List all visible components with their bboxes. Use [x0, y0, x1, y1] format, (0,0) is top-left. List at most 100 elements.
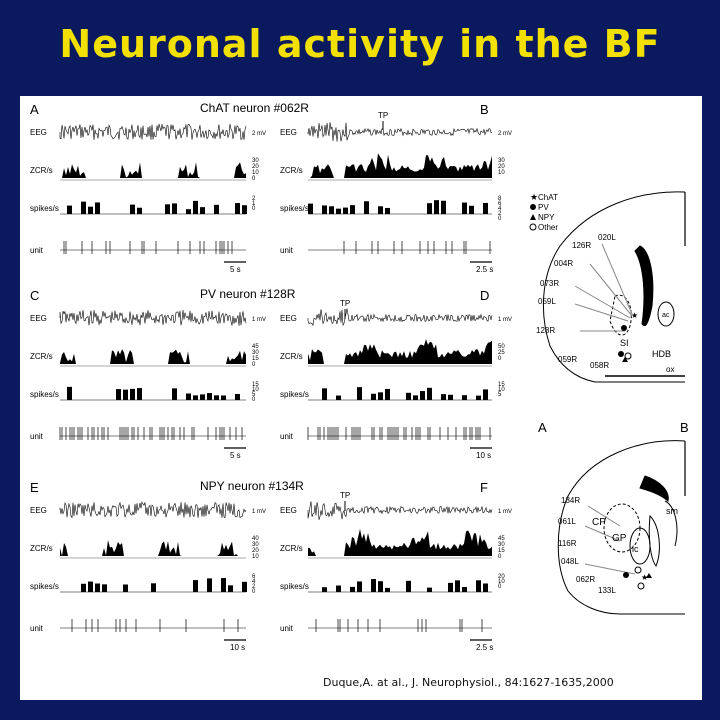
spike-tick: 8 — [498, 196, 502, 202]
region-cp: CP — [592, 517, 606, 528]
trace-label-spikes: spikes/s — [280, 582, 309, 591]
trace-label-eeg: EEG — [280, 506, 297, 515]
spike-bar — [462, 395, 467, 400]
spike-bar — [413, 395, 418, 400]
zcr-trace — [60, 349, 246, 364]
spike-bar — [137, 388, 142, 400]
spike-tick: 0 — [252, 589, 256, 595]
eeg-scale: 1 mV — [252, 509, 266, 515]
spike-tick: 20 — [498, 574, 505, 580]
zcr-trace — [308, 339, 492, 364]
spike-bar — [427, 203, 432, 214]
spike-bar — [378, 392, 383, 400]
brain-outline-top — [543, 191, 686, 383]
atlas-label: 059L — [538, 297, 556, 306]
spike-bar — [193, 395, 198, 400]
zcr-tick: 0 — [252, 176, 256, 182]
zcr-tick: 0 — [498, 356, 502, 362]
panel-letter: B — [480, 102, 489, 117]
spike-bar — [221, 395, 226, 400]
row-title: PV neuron #128R — [200, 287, 296, 301]
panel-letter: E — [30, 480, 39, 495]
spike-bar — [441, 200, 446, 214]
atlas-top-labels: 020L 126R 004R 073R 059L 128R 059R 058R … — [536, 233, 674, 374]
spike-bar — [336, 585, 341, 592]
spike-bar — [172, 203, 177, 214]
eeg-scale: 2 mV — [252, 131, 266, 137]
eeg-trace — [59, 123, 247, 141]
spike-tick: 0 — [498, 584, 502, 590]
zcr-tick: 10 — [252, 170, 259, 176]
zcr-trace — [308, 153, 492, 178]
legend-chat-marker: ★ — [530, 192, 538, 202]
spike-bar — [427, 587, 432, 592]
zcr-tick: 15 — [252, 356, 259, 362]
spike-bar — [448, 582, 453, 592]
atlas-section-bottom — [557, 440, 686, 615]
atlas-bottom-labels: 134R 061L 116R 048L 062R 133L CP GP ic s… — [558, 496, 678, 595]
cell-marker-other — [637, 582, 645, 590]
pointer-line — [589, 263, 633, 317]
spike-bar — [364, 201, 369, 214]
spike-bar — [67, 205, 72, 214]
spike-bar — [322, 388, 327, 400]
spike-bar — [406, 580, 411, 592]
zcr-tick: 25 — [498, 350, 505, 356]
pointer-line — [574, 285, 631, 319]
trace-label-spikes: spikes/s — [280, 390, 309, 399]
spike-tick: 15 — [252, 382, 259, 388]
spike-bar — [385, 207, 390, 214]
atlas-label: 061L — [558, 517, 576, 526]
spike-bar — [102, 584, 107, 592]
time-scale-label: 10 s — [230, 643, 245, 652]
spike-bar — [242, 205, 247, 214]
legend-npy: NPY — [538, 213, 555, 222]
spike-bar — [322, 205, 327, 214]
legend-other-marker — [529, 223, 537, 231]
spike-bar — [483, 202, 488, 214]
spike-tick: 5 — [252, 392, 256, 398]
row-title: NPY neuron #134R — [200, 479, 304, 493]
spike-bar — [88, 206, 93, 214]
zcr-tick: 45 — [498, 536, 505, 542]
citation: Duque,A. at al., J. Neurophysiol., 84:16… — [323, 676, 614, 689]
cell-marker-chat: ★ — [631, 311, 638, 320]
spike-bar — [336, 395, 341, 400]
ventricle-top — [634, 245, 654, 327]
trace-label-unit: unit — [30, 624, 44, 633]
spike-bar — [165, 204, 170, 214]
spike-bar — [130, 204, 135, 214]
spike-bar — [235, 393, 240, 400]
trace-label-spikes: spikes/s — [30, 204, 59, 213]
trace-label-unit: unit — [30, 432, 44, 441]
spike-bar — [130, 388, 135, 400]
spike-bar — [329, 206, 334, 214]
trace-label-zcr: ZCR/s — [280, 544, 303, 553]
spike-bar — [441, 394, 446, 400]
trace-label-spikes: spikes/s — [280, 204, 309, 213]
region-sm: sm — [666, 506, 678, 516]
spike-bar — [67, 386, 72, 400]
legend: ★ ChAT PV NPY Other — [529, 192, 558, 232]
spike-bar — [81, 201, 86, 214]
zcr-tick: 10 — [498, 170, 505, 176]
atlas-label: 020L — [598, 233, 616, 242]
spike-bar — [378, 206, 383, 214]
atlas-label: 128R — [536, 326, 555, 335]
zcr-tick: 20 — [498, 164, 505, 170]
trace-label-zcr: ZCR/s — [30, 544, 53, 553]
atlas-label: 062R — [576, 575, 595, 584]
trace-label-unit: unit — [280, 624, 294, 633]
time-scale-label: 5 s — [230, 265, 241, 274]
tp-label: TP — [340, 299, 350, 308]
zcr-tick: 30 — [498, 158, 505, 164]
atlas-label: 116R — [558, 539, 577, 548]
spike-bar — [214, 204, 219, 214]
spike-bar — [186, 393, 191, 400]
spike-bar — [221, 578, 226, 592]
spike-bar — [95, 583, 100, 592]
globus-region-top — [609, 294, 632, 336]
spike-bar — [343, 207, 348, 214]
spike-bar — [462, 587, 467, 592]
spike-bar — [385, 587, 390, 592]
